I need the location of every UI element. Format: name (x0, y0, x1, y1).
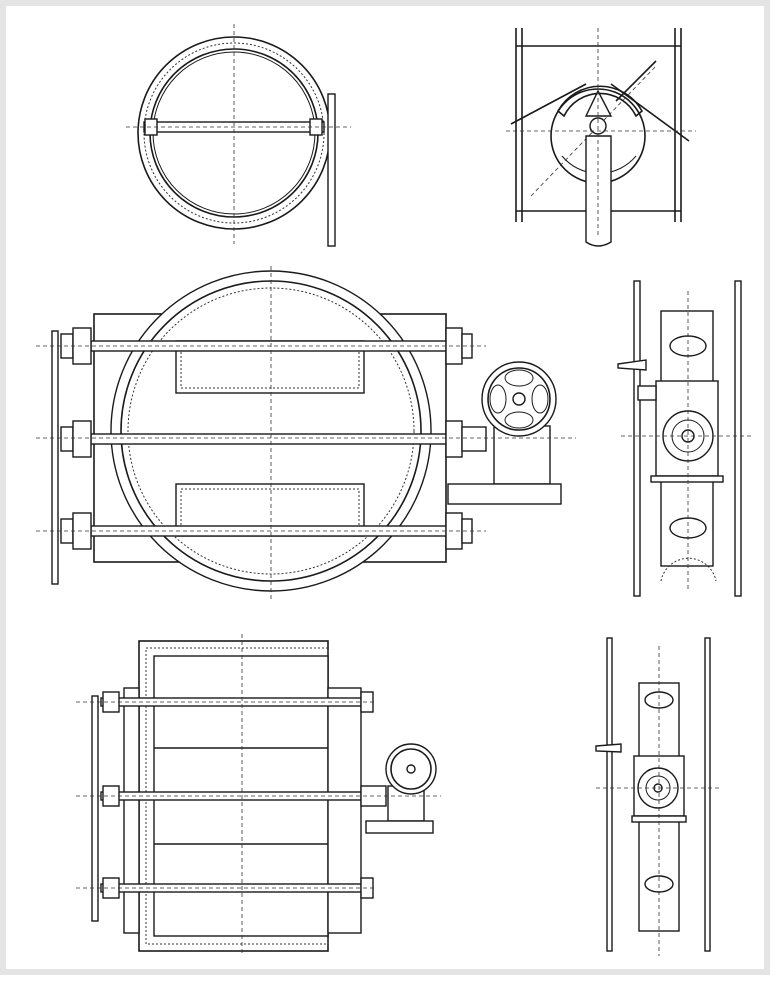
view-front-elevation (36, 266, 576, 601)
gear-actuator (447, 361, 562, 505)
technical-drawing (36, 24, 751, 956)
view-circular-end (126, 24, 351, 247)
view-side-handle (506, 28, 696, 247)
view-rectangular-side (595, 637, 721, 956)
view-rectangular-elevation (76, 634, 441, 956)
view-side-elevation (617, 280, 751, 597)
